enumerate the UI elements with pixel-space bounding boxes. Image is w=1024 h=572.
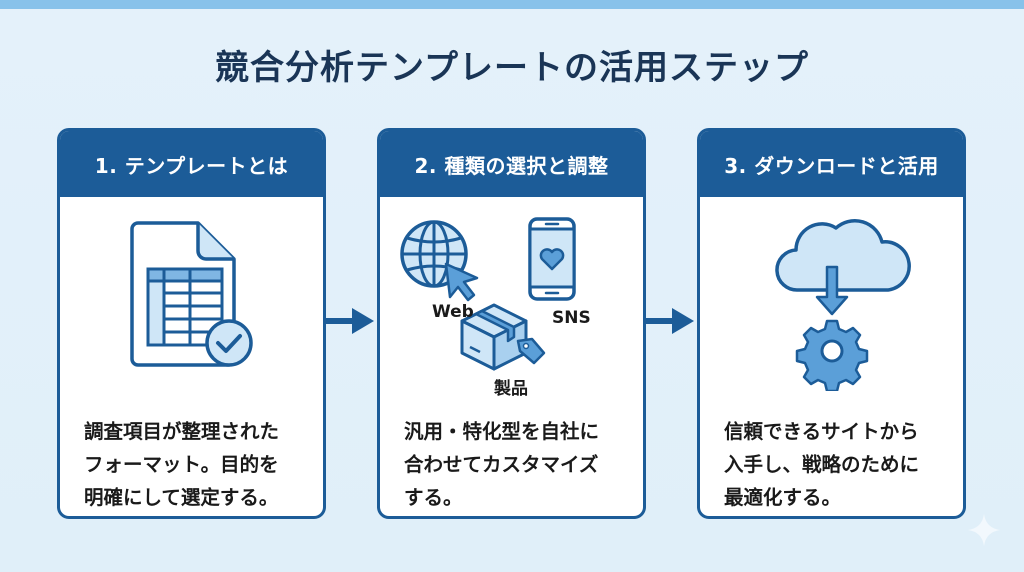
web-sns-product-icons <box>400 217 576 371</box>
step-description-3: 信頼できるサイトから 入手し、戦略のために 最適化する。 <box>724 420 920 509</box>
product-label: 製品 <box>494 379 528 399</box>
page-title: 競合分析テンプレートの活用ステップ <box>215 48 809 88</box>
step-header-1: 1. テンプレートとは <box>60 131 323 197</box>
spreadsheet-document-check-icon <box>130 221 253 367</box>
step-description-1: 調査項目が整理された フォーマット。目的を 明確にして選定する。 <box>84 420 280 509</box>
step-description-2: 汎用・特化型を自社に 合わせてカスタマイズ する。 <box>404 420 600 509</box>
arrow-right-icon <box>644 308 694 334</box>
step-header-3: 3. ダウンロードと活用 <box>700 131 963 197</box>
download-arrow-icon <box>815 265 849 316</box>
arrow-right-icon <box>324 308 374 334</box>
step-card-2: 2. 種類の選択と調整 <box>377 128 646 519</box>
top-accent-bar <box>0 0 1024 9</box>
product-box-tag-icon <box>460 303 546 371</box>
web-label: Web <box>432 302 474 322</box>
sns-label: SNS <box>552 308 591 328</box>
gear-icon <box>795 319 869 391</box>
cursor-icon <box>444 262 479 302</box>
cloud-download-gear-icon <box>775 218 911 391</box>
step-card-1: 1. テンプレートとは 調査項目が整理された フォーマット。目的を 明確にして選… <box>57 128 326 519</box>
step-header-2: 2. 種類の選択と調整 <box>380 131 643 197</box>
smartphone-heart-icon <box>528 217 576 301</box>
sparkle-icon <box>968 514 1000 546</box>
step-card-3: 3. ダウンロードと活用 信頼できるサイトから 入手し、戦略のために 最適化する… <box>697 128 966 519</box>
cloud-icon <box>775 218 911 292</box>
